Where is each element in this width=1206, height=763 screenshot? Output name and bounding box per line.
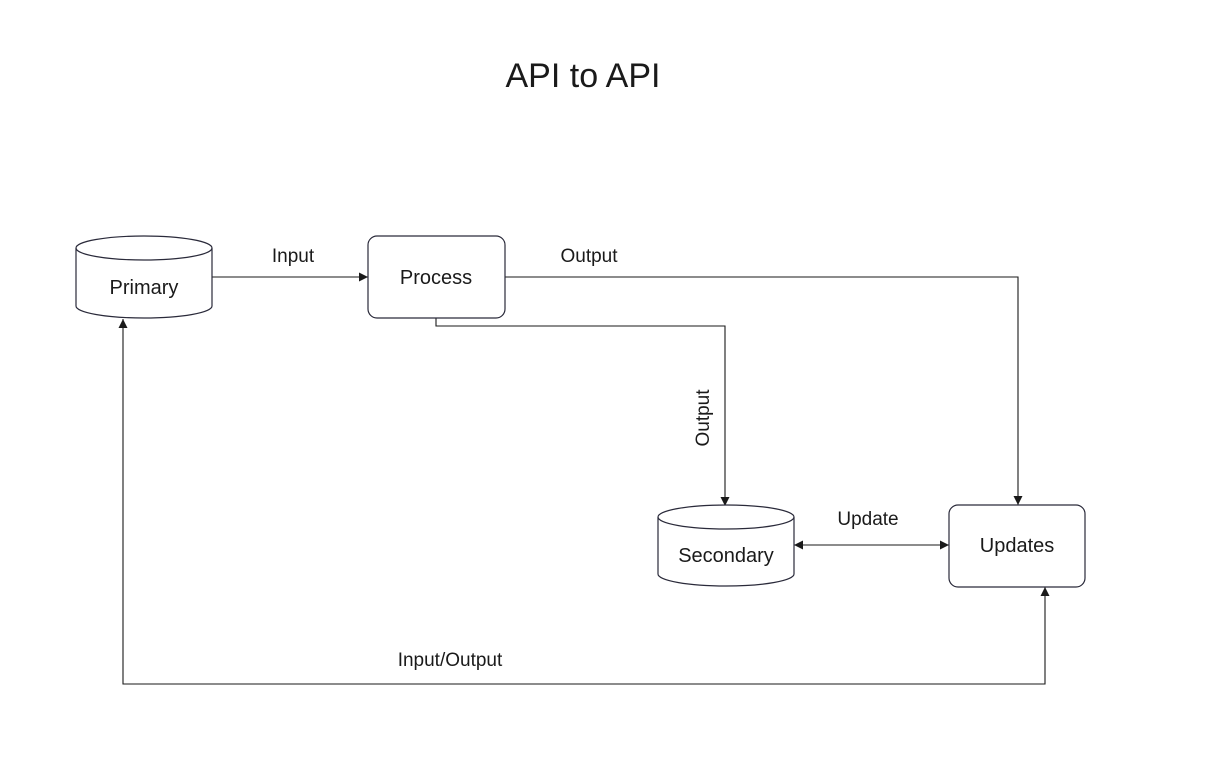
edge-process-to-secondary [435,318,730,506]
edge-label-input-output: Input/Output [398,650,503,671]
edge-label-output-vertical: Output [693,389,714,447]
edge-label-update: Update [837,509,898,530]
node-secondary: Secondary [657,504,795,587]
edge-label-output-top: Output [560,246,618,267]
edge-updates-primary [118,319,1050,685]
node-updates: Updates [948,504,1086,588]
edge-process-to-updates [505,276,1023,505]
node-primary-label: Primary [110,277,179,299]
node-process-label: Process [400,267,472,289]
node-process: Process [367,235,506,319]
node-primary: Primary [75,235,213,319]
node-secondary-label: Secondary [678,545,774,567]
edge-label-input: Input [272,246,315,267]
diagram-title: API to API [506,57,661,95]
node-updates-label: Updates [980,535,1055,557]
